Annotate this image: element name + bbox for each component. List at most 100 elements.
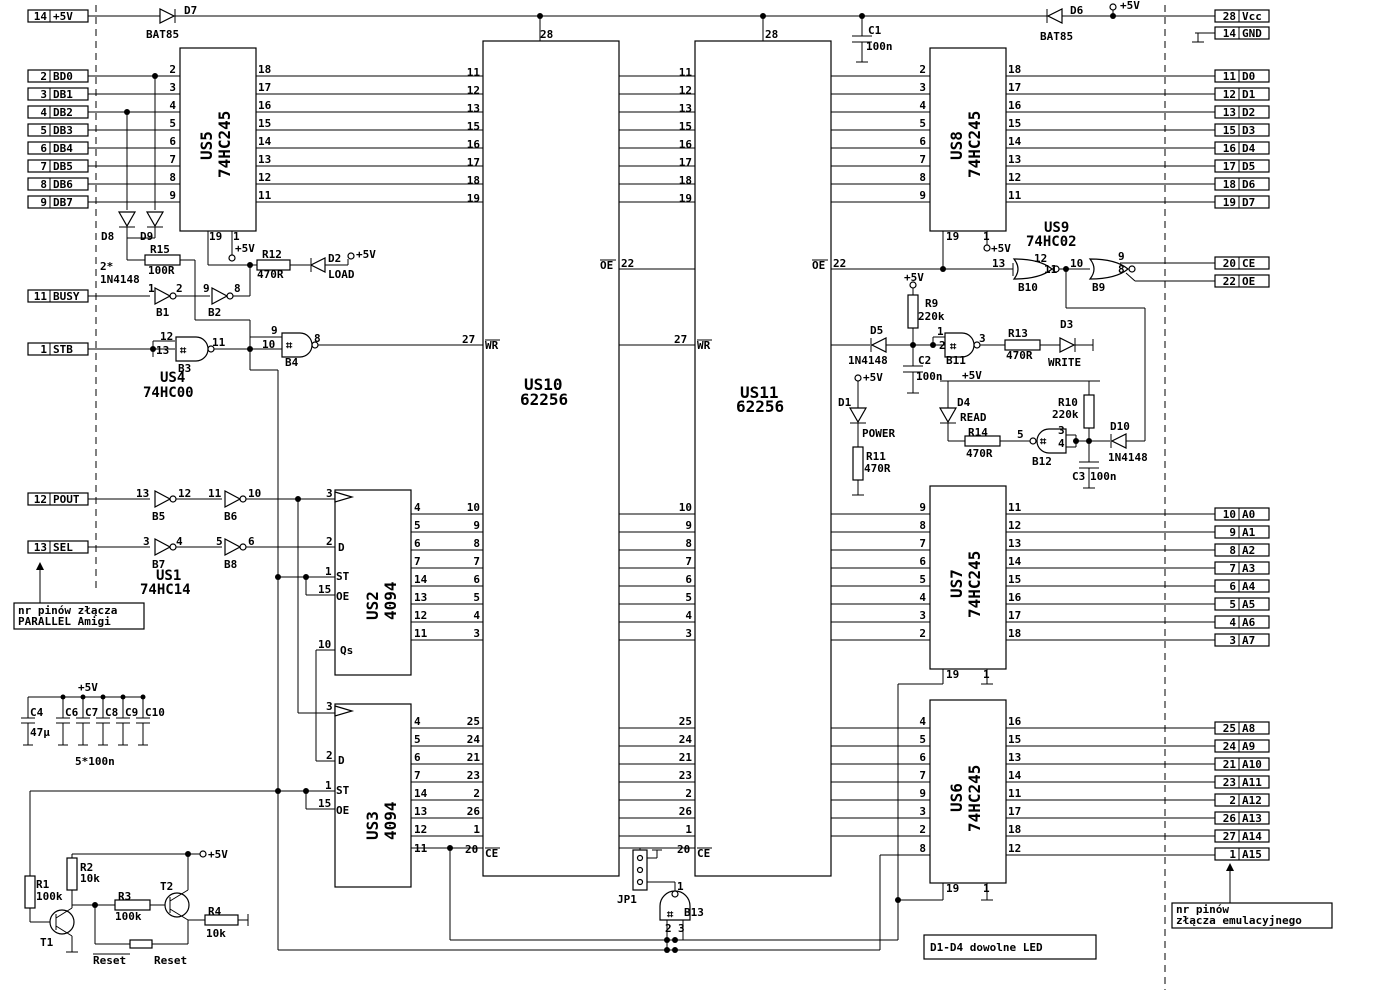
b10-out: 10 — [1070, 257, 1083, 270]
right-conn-pin-3: 12 — [1223, 88, 1236, 101]
note-leds — [923, 934, 1097, 960]
left-conn-pin-11: 12 — [34, 493, 47, 506]
right-conn-pin-10: 20 — [1223, 257, 1236, 270]
pin-number: 10 — [679, 501, 692, 514]
chip-us5 — [179, 47, 257, 232]
pin-number: 13 — [1008, 537, 1021, 550]
gate-b7 — [154, 538, 172, 556]
pin-number: 13 — [258, 153, 271, 166]
left-conn-pin-9: 11 — [34, 290, 48, 303]
right-conn-pin-1: 14 — [1223, 27, 1237, 40]
addr-conn-pin-8: 25 — [1223, 722, 1236, 735]
us4-part: 74HC00 — [143, 385, 194, 401]
b12-symbol: ⌗ — [1039, 435, 1047, 448]
pin-number: 4 — [169, 99, 176, 112]
chip-us3 — [334, 703, 412, 888]
pin-number: 8 — [919, 171, 926, 184]
b3-in2: 13 — [156, 344, 169, 357]
pin-number: 3 — [919, 609, 926, 622]
pin-number: 16 — [1008, 715, 1022, 728]
d3-label: D3 — [1060, 318, 1073, 331]
d1-label: D1 — [838, 396, 852, 409]
jp1-label: JP1 — [617, 893, 637, 906]
us1-ref: US1 — [156, 568, 181, 584]
us4-ref: US4 — [160, 370, 185, 386]
pin-number: 18 — [1008, 627, 1021, 640]
pin-number: 7 — [919, 537, 926, 550]
us10-pin22: 22 — [621, 257, 634, 270]
b9-in8: 8 — [1118, 263, 1125, 276]
us10-part: 62256 — [520, 390, 568, 409]
pin-number: 16 — [1008, 99, 1022, 112]
pin-number: 11 — [467, 66, 481, 79]
r13-label: R13 — [1008, 327, 1028, 340]
us3-pin11: 11 — [414, 842, 428, 855]
c3-value: 100n — [1090, 470, 1117, 483]
resistor-r1 — [24, 875, 36, 909]
us8-pin1: 1 — [983, 230, 990, 243]
pin-number: 9 — [919, 189, 926, 202]
resistor-r12 — [256, 259, 291, 271]
pin-number: 14 — [414, 787, 428, 800]
d7-label: D7 — [184, 4, 197, 17]
pin-number: 2 — [919, 627, 926, 640]
reset-button[interactable] — [129, 939, 153, 949]
right-conn-name-11: OE — [1242, 275, 1255, 288]
right-conn-pin-11: 22 — [1223, 275, 1236, 288]
c3-label: C3 — [1072, 470, 1085, 483]
left-conn-name-3: DB2 — [53, 106, 73, 119]
resistor-r2 — [66, 857, 78, 891]
pin-number: 6 — [169, 135, 176, 148]
pin-number: 7 — [414, 555, 421, 568]
us2-pin10: 10 — [318, 638, 331, 651]
transistor-t2 — [164, 892, 190, 918]
us5-part: 74HC245 — [215, 111, 234, 178]
left-conn-pin-0: 14 — [34, 10, 48, 23]
pin-number: 12 — [1008, 519, 1021, 532]
b10-label: B10 — [1018, 281, 1038, 294]
b1-label: B1 — [156, 306, 170, 319]
us8-vcc: +5V — [991, 242, 1011, 255]
b13-in2: 2 — [665, 922, 672, 935]
note-emul-line1: nr pinów — [1176, 903, 1229, 916]
b2-label: B2 — [208, 306, 221, 319]
pin-number: 3 — [685, 627, 692, 640]
us10-ref: US10 — [524, 375, 563, 394]
us6-part: 74HC245 — [965, 765, 984, 832]
addr-conn-pin-7: 3 — [1229, 634, 1236, 647]
pin-number: 12 — [414, 609, 427, 622]
b11-symbol: ⌗ — [949, 340, 957, 353]
us11-pin27: 27 — [674, 333, 687, 346]
pin-number: 26 — [679, 805, 693, 818]
b11-in2: 2 — [939, 339, 946, 352]
addr-conn-pin-9: 24 — [1223, 740, 1237, 753]
b13-label: B13 — [684, 906, 704, 919]
gate-b5 — [154, 490, 172, 508]
c6-label: C6 — [65, 706, 79, 719]
left-conn-name-6: DB5 — [53, 160, 73, 173]
r15-value: 100R — [148, 264, 175, 277]
r11-value: 470R — [864, 462, 891, 475]
pin-number: 11 — [1008, 787, 1022, 800]
addr-conn-name-15: A15 — [1242, 848, 1262, 861]
pin-number: 18 — [1008, 823, 1021, 836]
pin-number: 11 — [258, 189, 272, 202]
pin-number: 17 — [1008, 81, 1021, 94]
left-conn-name-9: BUSY — [53, 290, 80, 303]
r13-value: 470R — [1006, 349, 1033, 362]
pin-number: 12 — [1008, 842, 1021, 855]
pin-number: 3 — [919, 81, 926, 94]
us3-pin1: 1 — [325, 779, 332, 792]
pin-number: 26 — [467, 805, 481, 818]
right-conn-name-10: CE — [1242, 257, 1255, 270]
b11-out: 3 — [979, 332, 986, 345]
pin-number: 12 — [258, 171, 271, 184]
pin-number: 6 — [473, 573, 480, 586]
us8-pin19: 19 — [946, 230, 959, 243]
pin-number: 14 — [1008, 555, 1022, 568]
addr-conn-pin-2: 8 — [1229, 544, 1236, 557]
left-conn-pin-5: 6 — [40, 142, 47, 155]
resistor-r11 — [852, 446, 864, 481]
right-conn-name-7: D5 — [1242, 160, 1255, 173]
